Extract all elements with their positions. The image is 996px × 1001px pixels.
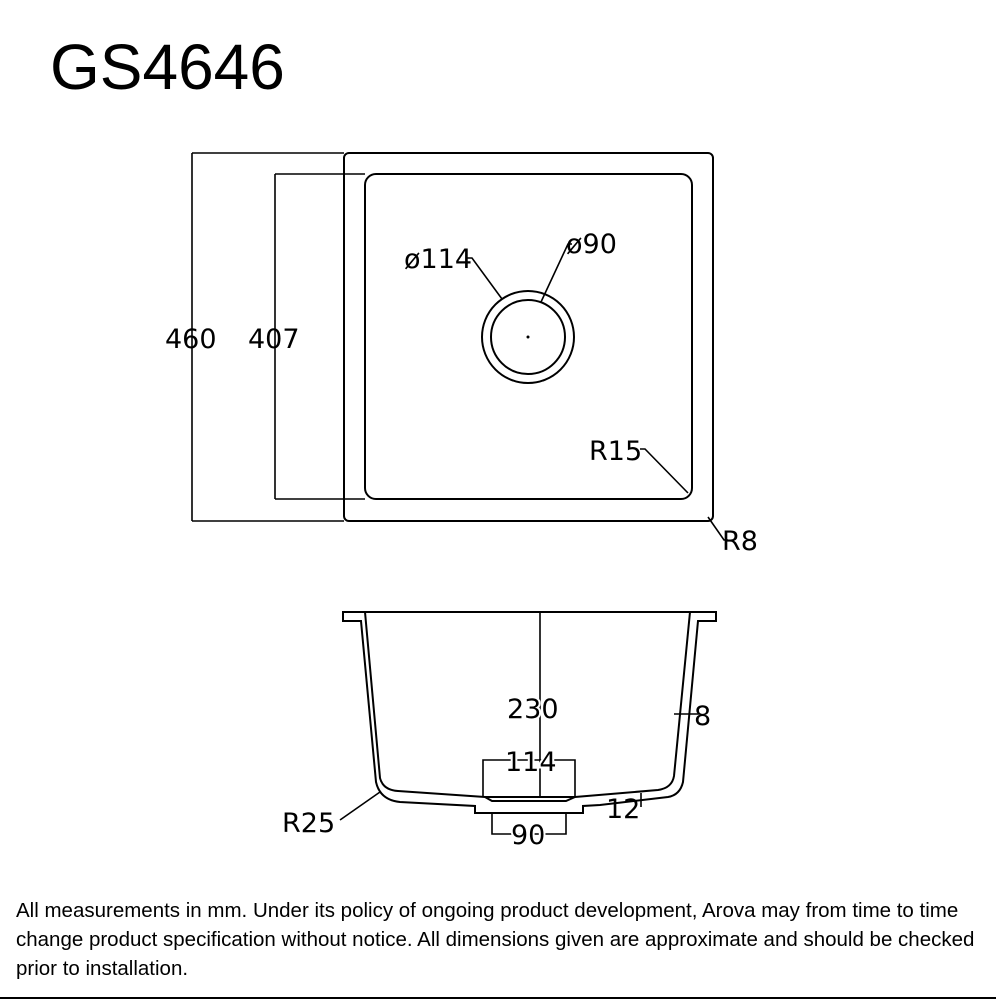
top-view: 460 407 ø114 ø90 R15 R8 (165, 152, 758, 557)
bowl-inner-outline (364, 173, 693, 500)
sink-section-outer (342, 611, 717, 814)
leader-outer-radius: R8 (707, 516, 758, 557)
dimension-bowl-height: 230 (505, 612, 561, 797)
dimension-label-114: 114 (505, 747, 557, 778)
leader-base-radius: R25 (282, 791, 381, 839)
dimension-label-d114: ø114 (404, 244, 472, 275)
dimension-label-12: 12 (606, 794, 640, 825)
dimension-waste-width: 90 (491, 813, 567, 853)
dimension-label-90: 90 (511, 820, 545, 851)
dimension-waste-flange: 114 (482, 745, 576, 797)
dimension-overall-depth: 460 (165, 152, 344, 522)
dimension-label-r8: R8 (722, 526, 758, 557)
leader-waste-inner: ø90 (540, 229, 617, 303)
bottom-divider (0, 997, 996, 999)
dimension-label-d90: ø90 (566, 229, 617, 260)
waste-center-point (526, 335, 530, 339)
waste-inner-circle (490, 299, 566, 375)
dimension-label-460: 460 (165, 324, 217, 355)
dimension-label-230: 230 (507, 694, 559, 725)
section-view: 230 114 90 8 12 R25 (282, 611, 717, 853)
sink-outer-outline (343, 152, 714, 522)
dimension-label-r15: R15 (589, 436, 642, 467)
dimension-wall-thickness: 8 (674, 701, 711, 732)
product-code-title: GS4646 (50, 31, 285, 103)
dimension-label-8: 8 (694, 701, 711, 732)
dimension-bowl-depth: 407 (248, 173, 365, 500)
dimension-label-407: 407 (248, 324, 300, 355)
leader-inner-radius: R15 (589, 436, 689, 494)
dimension-label-r25: R25 (282, 808, 335, 839)
sink-section-inner (364, 611, 691, 798)
disclaimer-text: All measurements in mm. Under its policy… (16, 899, 975, 980)
waste-recess (484, 796, 576, 802)
waste-outer-circle (481, 290, 575, 384)
leader-waste-outer: ø114 (404, 244, 503, 300)
dimension-base-thickness: 12 (606, 793, 642, 825)
